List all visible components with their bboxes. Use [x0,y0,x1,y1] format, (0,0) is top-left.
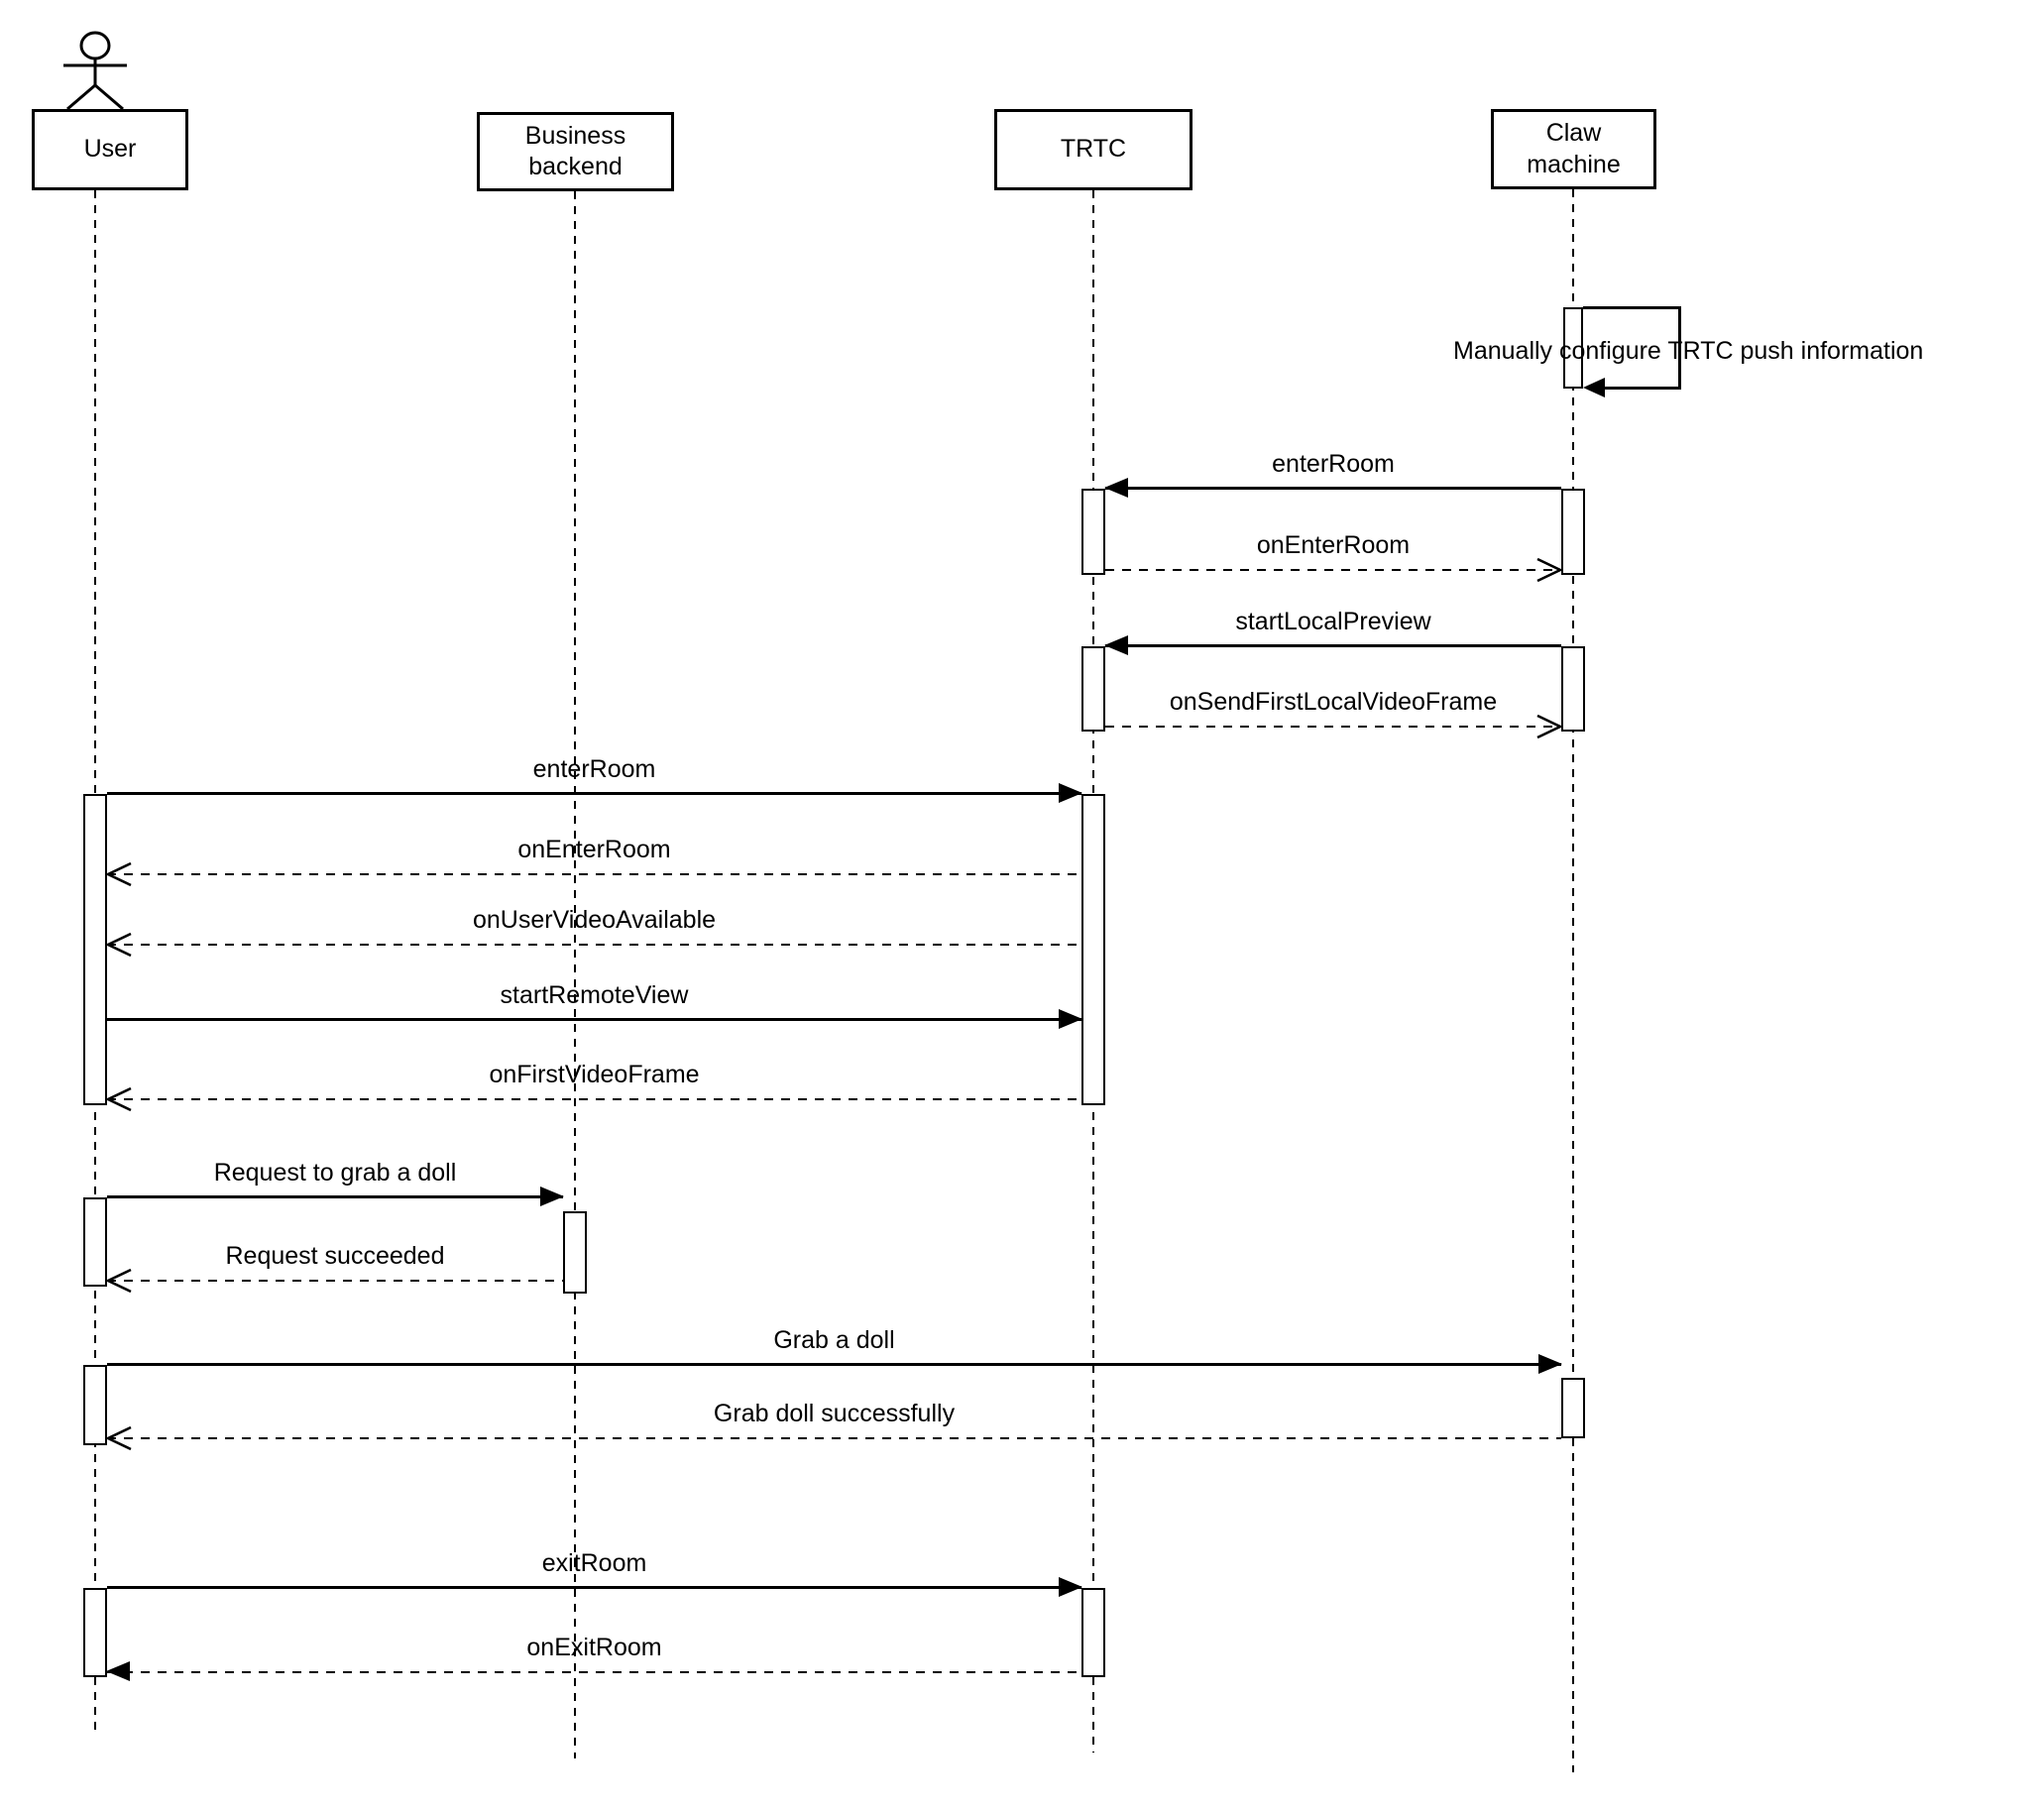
message-label: exitRoom [541,1549,647,1577]
actor-label-trtc: TRTC [1060,135,1127,164]
activation-bar-trtc-c [1081,794,1105,1105]
arrowhead-icon [1059,783,1082,803]
arrowhead-icon [1104,478,1128,498]
message-line [107,1098,1081,1100]
activation-bar-user-c [83,794,107,1105]
message-onuservideoavailable: onUserVideoAvailable [105,906,1081,958]
message-label: Request succeeded [225,1242,445,1270]
arrowhead-icon [1059,1009,1082,1029]
message-label: onUserVideoAvailable [472,906,717,934]
message-label: onSendFirstLocalVideoFrame [1169,688,1498,716]
message-onexitroom: onExitRoom [106,1634,1081,1685]
lifeline-claw-machine [1572,189,1574,1772]
message-onsendfirstlocalvideoframe: onSendFirstLocalVideoFrame [1105,688,1563,739]
message-request-succeeded: Request succeeded [105,1242,563,1294]
actor-label-business-backend: Business backend [524,121,626,180]
open-arrowhead-icon [105,1425,132,1451]
activation-bar-trtc-b [1081,646,1105,732]
arrowhead-icon [540,1187,564,1206]
message-line [107,1195,563,1198]
message-line [107,1671,1081,1673]
activation-bar-claw-a [1561,489,1585,575]
message-line [107,1586,1081,1589]
open-arrowhead-icon [105,1268,132,1294]
arrowhead-icon [1059,1577,1082,1597]
arrowhead-icon [106,1661,130,1681]
message-grab-doll-successfully: Grab doll successfully [105,1400,1561,1451]
activation-bar-user-d [83,1197,107,1287]
message-label-configure-push: Manually configure TRTC push information [1453,337,1924,365]
activation-bar-business-d [563,1211,587,1294]
message-line [107,1437,1561,1439]
actor-label-user: User [83,135,137,164]
actor-box-business-backend: Business backend [477,112,674,191]
message-label: Grab doll successfully [713,1400,956,1427]
self-message-loop-right [1678,306,1681,390]
activation-bar-claw-self [1563,307,1583,389]
open-arrowhead-icon [1536,557,1563,583]
message-label: Grab a doll [773,1326,895,1354]
activation-bar-claw-b [1561,646,1585,732]
arrowhead-icon [1583,378,1605,397]
message-line [107,1018,1081,1021]
actor-box-trtc: TRTC [994,109,1192,190]
self-message-loop-bottom [1593,387,1681,390]
message-line [107,873,1081,875]
message-onenterroom-user: onEnterRoom [105,836,1081,887]
actor-box-claw-machine: Claw machine [1491,109,1656,189]
message-onfirstvideoframe: onFirstVideoFrame [105,1061,1081,1112]
message-enterroom-user: enterRoom [107,755,1082,807]
message-startlocalpreview: startLocalPreview [1104,608,1561,659]
message-line [107,1363,1561,1366]
message-enterroom-claw: enterRoom [1104,450,1561,502]
actor-label-claw-machine: Claw machine [1527,119,1621,178]
message-line [107,944,1081,946]
message-startremoteview: startRemoteView [107,981,1082,1033]
open-arrowhead-icon [105,1086,132,1112]
message-label: onExitRoom [526,1634,662,1661]
message-line [1105,487,1561,490]
open-arrowhead-icon [1536,714,1563,739]
activation-bar-claw-e [1561,1378,1585,1438]
arrowhead-icon [1104,635,1128,655]
message-label: startLocalPreview [1235,608,1431,635]
message-onenterroom-claw: onEnterRoom [1105,531,1563,583]
message-line [1105,726,1561,728]
message-exitroom: exitRoom [107,1549,1082,1601]
activation-bar-trtc-a [1081,489,1105,575]
message-label: enterRoom [532,755,656,783]
open-arrowhead-icon [105,932,132,958]
message-label: onFirstVideoFrame [489,1061,700,1088]
open-arrowhead-icon [105,861,132,887]
lifeline-business-backend [574,191,576,1758]
activation-bar-user-f [83,1588,107,1677]
message-label: startRemoteView [500,981,689,1009]
message-line [1105,644,1561,647]
message-label: enterRoom [1272,450,1395,478]
actor-box-user: User [32,109,188,190]
actor-icon [63,31,127,109]
message-label: onEnterRoom [1256,531,1411,559]
self-message-loop-top [1583,306,1681,309]
activation-bar-user-e [83,1365,107,1445]
message-request-grab-doll: Request to grab a doll [107,1159,564,1210]
arrowhead-icon [1538,1354,1562,1374]
message-line [107,792,1081,795]
activation-bar-trtc-f [1081,1588,1105,1677]
message-label: Request to grab a doll [213,1159,457,1187]
message-grab-a-doll: Grab a doll [107,1326,1562,1378]
message-line [1105,569,1561,571]
message-label: onEnterRoom [517,836,671,863]
message-line [107,1280,563,1282]
